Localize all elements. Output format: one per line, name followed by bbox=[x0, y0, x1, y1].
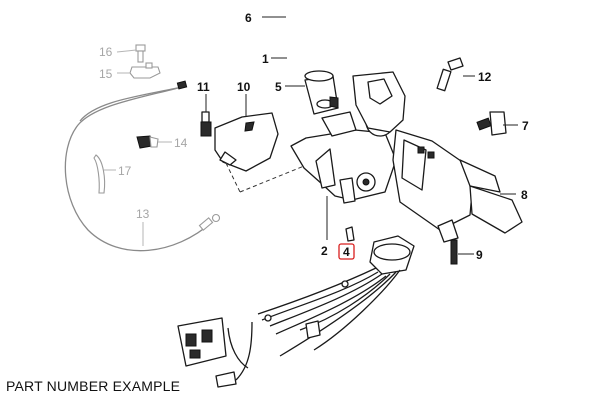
callout-5: 5 bbox=[275, 80, 282, 94]
callout-9: 9 bbox=[476, 248, 483, 262]
part-13-cable bbox=[64, 80, 221, 252]
callout-13: 13 bbox=[136, 207, 150, 221]
callout-12: 12 bbox=[478, 70, 492, 84]
callout-7: 7 bbox=[522, 119, 529, 133]
part-7-connector bbox=[476, 111, 507, 136]
callout-14: 14 bbox=[174, 136, 188, 150]
callout-2: 2 bbox=[321, 244, 328, 258]
part-8-switch-body bbox=[392, 129, 523, 234]
part-16-bolt bbox=[135, 44, 146, 63]
part-10-cover bbox=[214, 112, 279, 172]
part-9-screw bbox=[437, 219, 459, 265]
part-2-steering-lock-housing bbox=[225, 71, 406, 204]
part-17-grommet bbox=[93, 154, 106, 194]
caption: PART NUMBER EXAMPLE bbox=[6, 378, 181, 394]
callout-4: 4 bbox=[343, 245, 350, 259]
callout-8: 8 bbox=[521, 188, 528, 202]
part-5-lock-cylinder bbox=[304, 70, 339, 115]
part-12-screw bbox=[436, 57, 464, 92]
callout-10: 10 bbox=[237, 80, 251, 94]
callout-6: 6 bbox=[245, 11, 252, 25]
callout-1: 1 bbox=[262, 52, 269, 66]
wiring-harness bbox=[177, 235, 415, 388]
part-11-screw bbox=[200, 111, 212, 137]
callout-4-highlight-box bbox=[338, 243, 355, 260]
part-15-clip bbox=[129, 62, 161, 79]
callout-16: 16 bbox=[99, 45, 113, 59]
callout-15: 15 bbox=[99, 67, 113, 81]
callout-11: 11 bbox=[197, 80, 210, 94]
callout-17: 17 bbox=[118, 164, 132, 178]
part-14-clip bbox=[136, 135, 159, 149]
part-4-screw bbox=[345, 226, 355, 242]
